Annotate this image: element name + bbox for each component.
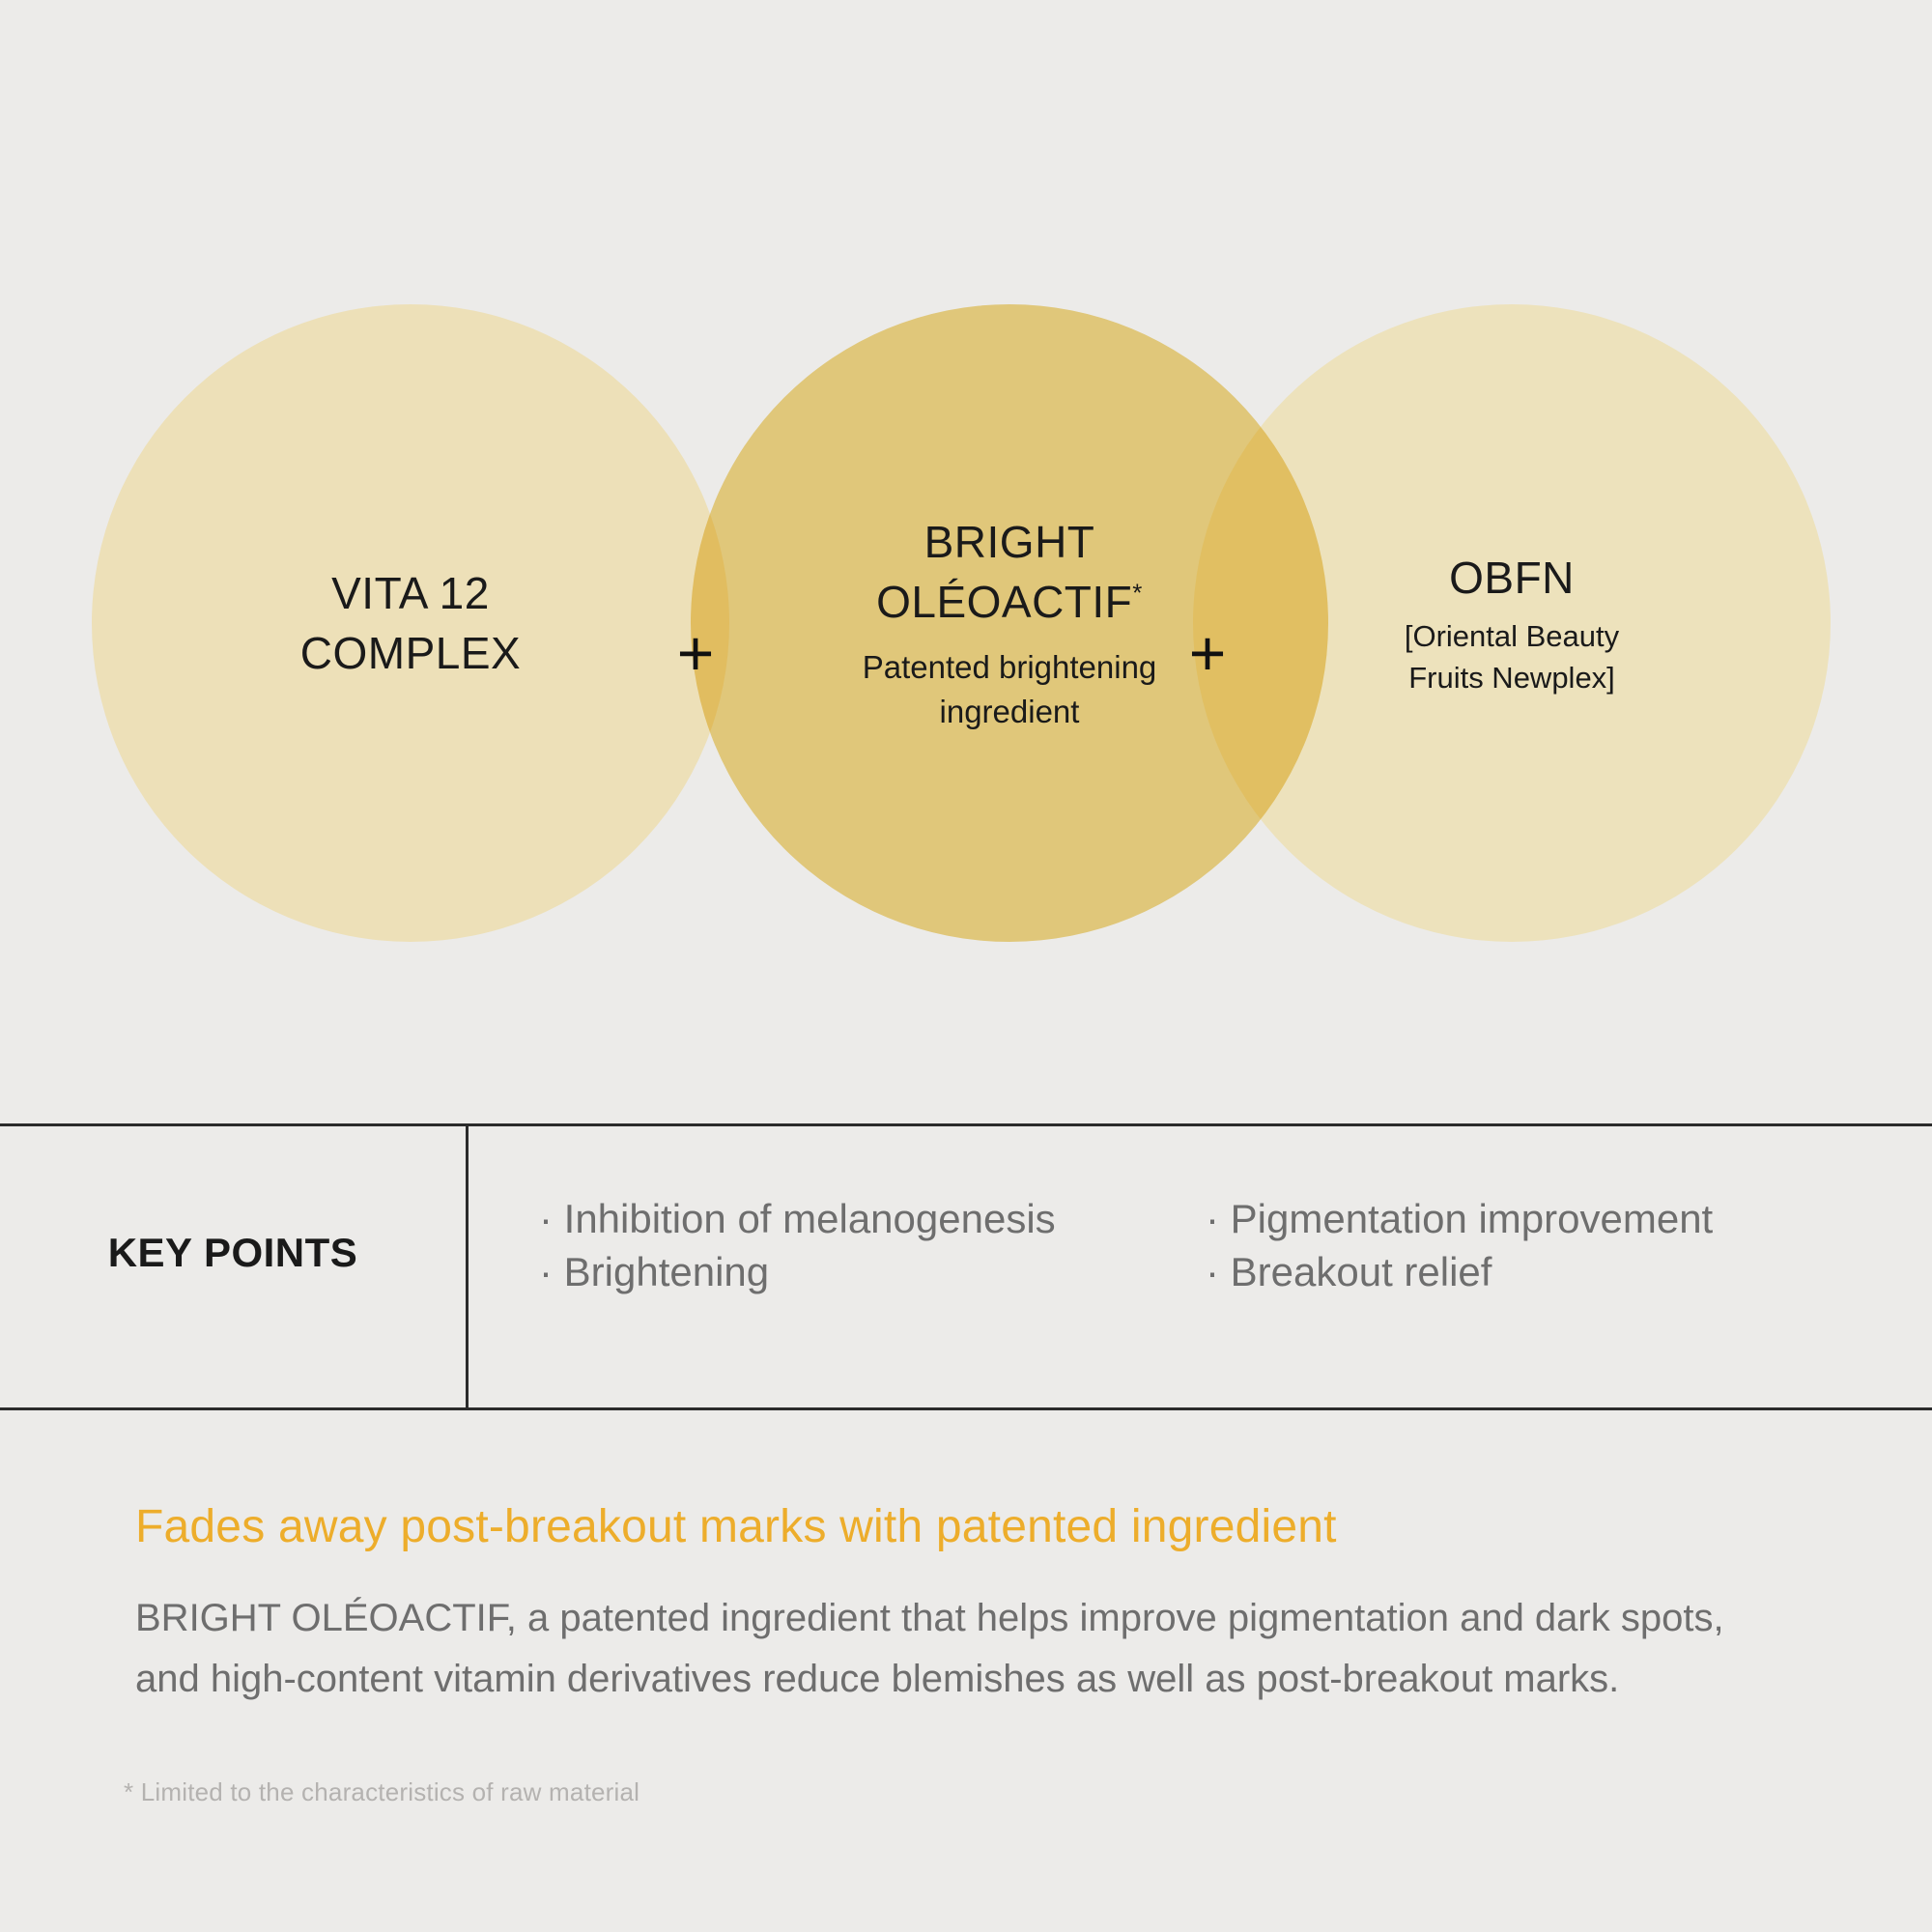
plus-operator-1: + (676, 617, 715, 689)
plus-operator-2: + (1188, 617, 1227, 689)
key-points-label-cell: KEY POINTS (0, 1126, 469, 1407)
key-points-lists: · Inhibition of melanogenesis · Brighten… (469, 1126, 1932, 1407)
key-points-column-1: · Inhibition of melanogenesis · Brighten… (539, 1192, 1206, 1407)
venn-circle-bright-oleoactif (691, 304, 1328, 942)
footnote-text: * Limited to the characteristics of raw … (124, 1777, 640, 1806)
key-points-table: KEY POINTS · Inhibition of melanogenesis… (0, 1123, 1932, 1410)
key-points-column-2: · Pigmentation improvement · Breakout re… (1206, 1192, 1882, 1407)
list-item: · Pigmentation improvement (1206, 1196, 1714, 1241)
key-points-label: KEY POINTS (107, 1229, 358, 1275)
list-item: · Breakout relief (1206, 1249, 1492, 1295)
list-item: · Brightening (539, 1249, 770, 1295)
venn-circle-vita-12-complex (92, 304, 729, 942)
list-item: · Inhibition of melanogenesis (539, 1196, 1056, 1241)
section-body-text: BRIGHT OLÉOACTIF, a patented ingredient … (135, 1597, 1724, 1701)
section-headline: Fades away post-breakout marks with pate… (135, 1501, 1337, 1552)
ingredient-venn-diagram: VITA 12 COMPLEX + BRIGHT OLÉOACTIF* Pate… (92, 304, 1831, 942)
